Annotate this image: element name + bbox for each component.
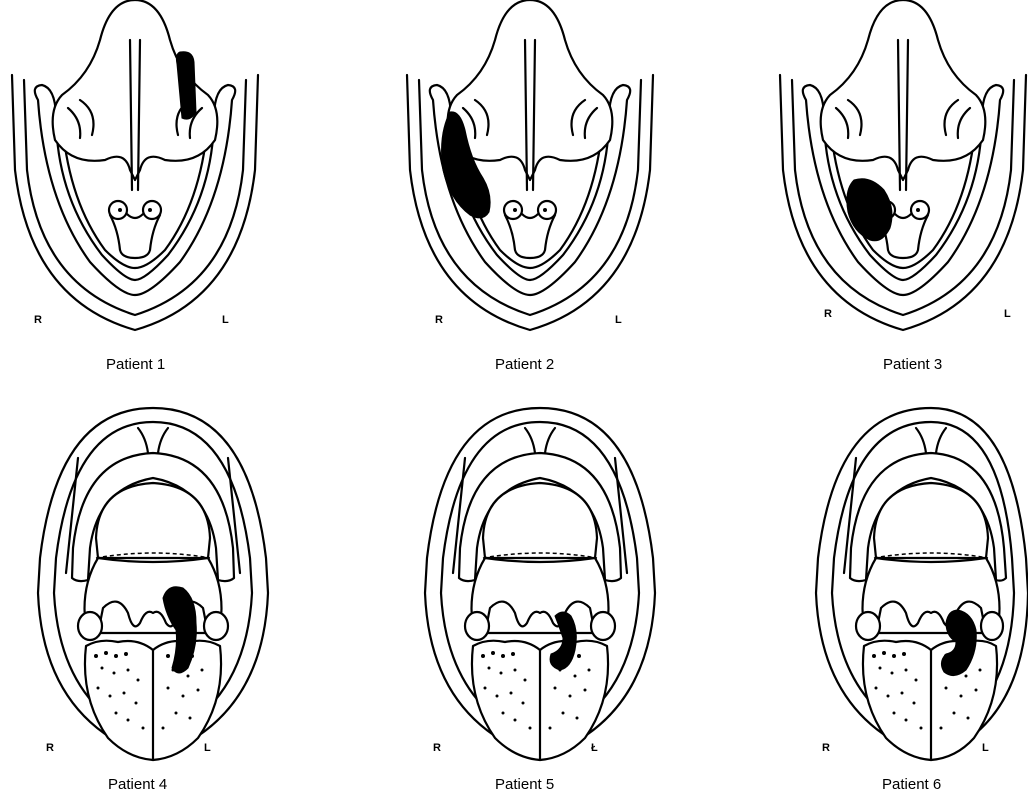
larynx-diagram (10, 0, 260, 398)
larynx-diagram (778, 0, 1028, 398)
panel-caption: Patient 4 (108, 776, 167, 793)
left-side-label: L (615, 314, 622, 326)
left-side-label: L (982, 742, 989, 754)
left-side-label: L (1004, 308, 1011, 320)
panel-patient-6: R L Patient 6 (806, 398, 1028, 796)
panel-patient-5: R Ł Patient 5 (415, 398, 665, 796)
panel-patient-2: R L Patient 2 (405, 0, 655, 398)
panel-patient-3: R L Patient 3 (778, 0, 1028, 398)
panel-caption: Patient 6 (882, 776, 941, 793)
oral-cavity-diagram (806, 398, 1028, 796)
oral-cavity-diagram (28, 398, 278, 796)
panel-caption: Patient 2 (495, 356, 554, 373)
right-side-label: R (433, 742, 441, 754)
left-side-label: L (204, 742, 211, 754)
vocal-folds (110, 215, 160, 258)
right-side-label: R (435, 314, 443, 326)
panel-patient-1: R L Patient 1 (10, 0, 260, 398)
right-side-label: R (824, 308, 832, 320)
epiglottis (448, 0, 613, 180)
right-side-label: R (34, 314, 42, 326)
panel-patient-4: R L Patient 4 (28, 398, 278, 796)
larynx-diagram (405, 0, 655, 398)
epiglottis (821, 0, 986, 180)
left-side-label: L (222, 314, 229, 326)
left-side-label: Ł (591, 742, 598, 754)
oral-cavity-diagram (415, 398, 665, 796)
panel-caption: Patient 5 (495, 776, 554, 793)
right-side-label: R (46, 742, 54, 754)
right-side-label: R (822, 742, 830, 754)
panel-caption: Patient 1 (106, 356, 165, 373)
panel-caption: Patient 3 (883, 356, 942, 373)
